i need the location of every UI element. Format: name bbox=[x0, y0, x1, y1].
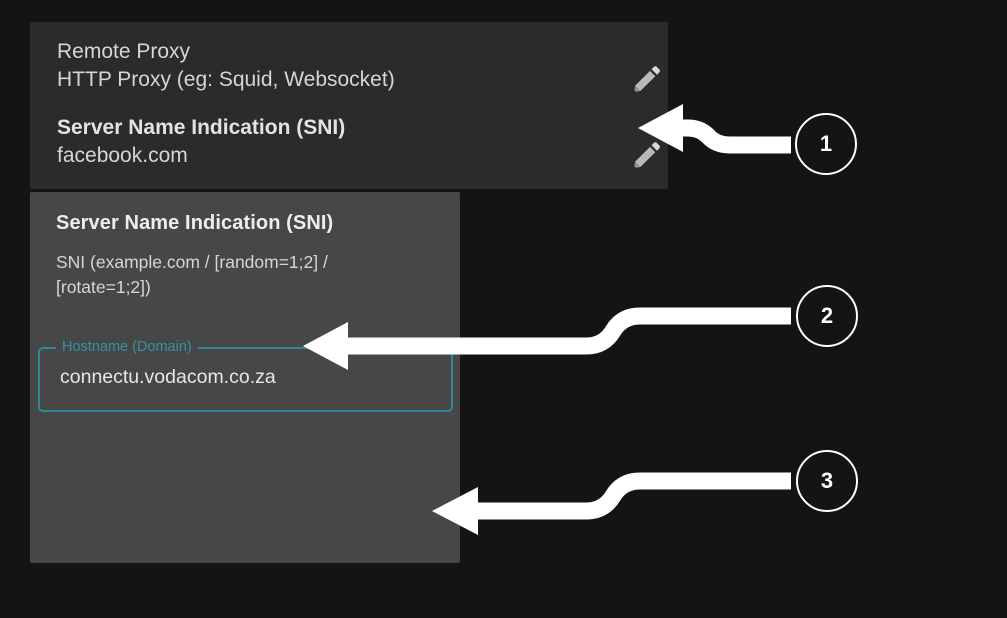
callout-badge-number: 2 bbox=[820, 303, 834, 328]
settings-row-subtitle: facebook.com bbox=[57, 144, 188, 167]
hostname-input-outline bbox=[38, 347, 453, 412]
hostname-input[interactable]: Hostname (Domain) connectu.vodacom.co.za bbox=[38, 337, 453, 412]
settings-row-remote-proxy[interactable]: Remote Proxy HTTP Proxy (eg: Squid, Webs… bbox=[30, 22, 668, 106]
hostname-input-value[interactable]: connectu.vodacom.co.za bbox=[60, 366, 276, 388]
dialog-description: SNI (example.com / [random=1;2] / [rotat… bbox=[56, 252, 328, 297]
settings-row-subtitle: HTTP Proxy (eg: Squid, Websocket) bbox=[57, 68, 395, 91]
callout-badge-3: 3 bbox=[796, 450, 858, 512]
callout-badge-1: 1 bbox=[795, 113, 857, 175]
pencil-icon[interactable] bbox=[626, 62, 666, 102]
settings-list-panel: Remote Proxy HTTP Proxy (eg: Squid, Webs… bbox=[30, 22, 668, 189]
dialog-title: Server Name Indication (SNI) bbox=[56, 212, 334, 234]
pencil-icon[interactable] bbox=[626, 138, 666, 178]
callout-badge-2: 2 bbox=[796, 285, 858, 347]
hostname-input-label: Hostname (Domain) bbox=[56, 337, 198, 357]
settings-row-sni[interactable]: Server Name Indication (SNI) facebook.co… bbox=[30, 106, 668, 189]
sni-edit-dialog: Server Name Indication (SNI) SNI (exampl… bbox=[30, 192, 460, 618]
callout-arrow-3 bbox=[432, 472, 791, 535]
callout-badge-number: 1 bbox=[819, 131, 833, 156]
callout-badge-number: 3 bbox=[820, 468, 834, 493]
settings-row-title: Server Name Indication (SNI) bbox=[57, 116, 346, 139]
settings-row-title: Remote Proxy bbox=[57, 40, 191, 63]
